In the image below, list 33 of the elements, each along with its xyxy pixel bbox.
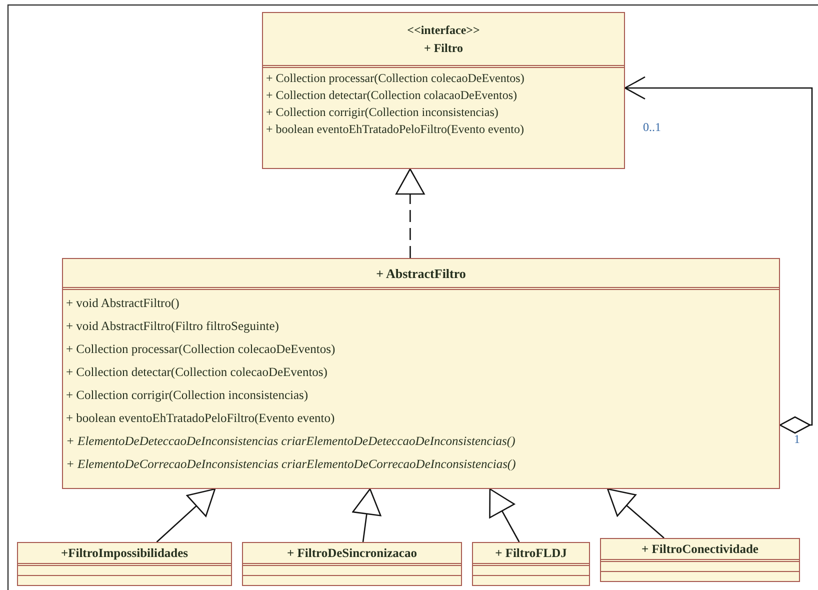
class-box xyxy=(242,542,462,586)
arrow xyxy=(624,76,813,434)
method-signature: + void AbstractFiltro() xyxy=(66,295,180,312)
class-box xyxy=(262,12,625,169)
arrow xyxy=(352,488,382,542)
method-signature: + Collection processar(Collection colecaoDeEventos) xyxy=(66,341,336,358)
realization-arrow xyxy=(396,168,425,258)
method-signature: + Collection detectar(Collection colacaoDeEventos) xyxy=(266,87,518,104)
class-name: + FiltroConectividade xyxy=(640,540,760,558)
stereotype-label: <<interface>> xyxy=(406,22,481,39)
arrow xyxy=(156,488,216,542)
class-box xyxy=(600,538,800,582)
method-signature: + void AbstractFiltro(Filtro filtroSeguinte) xyxy=(66,318,280,335)
method-signature: + boolean eventoEhTratadoPeloFiltro(Evento evento) xyxy=(266,121,525,138)
method-signature: + Collection processar(Collection colecaoDeEventos) xyxy=(266,70,526,87)
method-signature: + ElementoDeCorrecaoDeInconsistencias criarElementoDeCorrecaoDeInconsistencias() xyxy=(66,456,517,473)
class-name: +FiltroImpossibilidades xyxy=(60,544,190,562)
class-name: + FiltroFLDJ xyxy=(494,544,568,562)
arrow xyxy=(489,488,520,542)
method-signature: + boolean eventoEhTratadoPeloFiltro(Evento evento) xyxy=(66,410,336,427)
method-signature: + ElementoDeDeteccaoDeInconsistencias criarElementoDeDeteccaoDeInconsistencias() xyxy=(66,433,516,450)
method-signature: + Collection corrigir(Collection inconsistencias) xyxy=(66,387,310,404)
class-box xyxy=(17,542,232,586)
class-name: + AbstractFiltro xyxy=(375,264,467,282)
multiplicity-label: 0..1 xyxy=(643,120,661,135)
method-signature: + Collection corrigir(Collection inconsistencias) xyxy=(266,104,500,121)
class-box xyxy=(472,542,590,586)
class-box xyxy=(62,258,780,489)
class-name: + FiltroDeSincronizacao xyxy=(286,544,418,562)
arrow xyxy=(607,488,664,538)
method-signature: + Collection detectar(Collection colecaoDeEventos) xyxy=(66,364,328,381)
multiplicity-label: 1 xyxy=(794,432,800,447)
class-name: + Filtro xyxy=(423,40,464,57)
